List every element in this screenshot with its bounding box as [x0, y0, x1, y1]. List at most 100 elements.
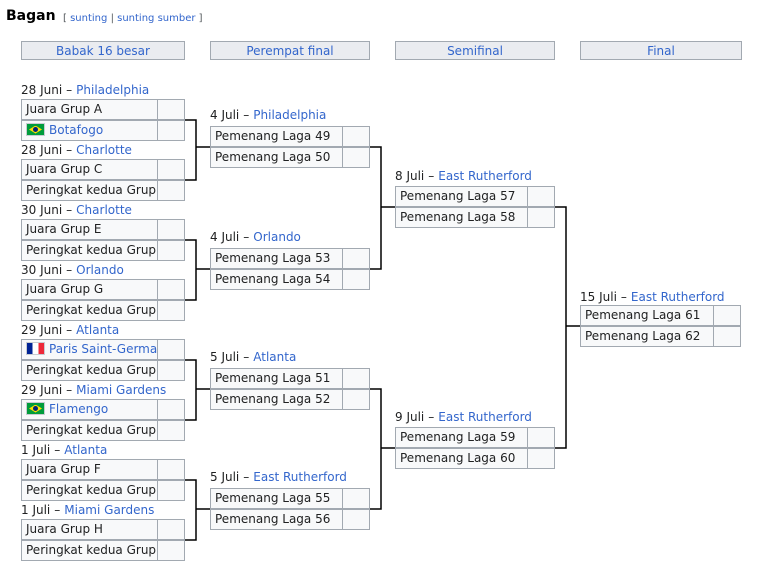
sf-match-1-header: 8 Juli–East Rutherford	[395, 169, 532, 183]
score-cell	[342, 126, 370, 147]
team-name: Peringkat kedua Grup A	[26, 363, 158, 377]
score-cell	[713, 305, 741, 326]
brazil-flag-icon	[26, 123, 45, 136]
france-flag-icon	[26, 342, 45, 355]
qf-match-2-header: 4 Juli–Orlando	[210, 230, 301, 244]
qf-match-2-team-1: Pemenang Laga 53	[210, 248, 343, 269]
score-cell	[157, 279, 185, 300]
team-name: Juara Grup G	[26, 282, 104, 296]
team-name[interactable]: Flamengo	[49, 402, 109, 416]
r16-match-7-header: 1 Juli–Atlanta	[21, 443, 108, 457]
score-cell	[527, 427, 555, 448]
team-name: Pemenang Laga 53	[215, 251, 331, 265]
match-venue-link[interactable]: Atlanta	[76, 323, 120, 337]
team-name: Pemenang Laga 62	[585, 329, 701, 343]
round-header-sf[interactable]: Semifinal	[395, 41, 555, 60]
edit-link[interactable]: sunting	[70, 13, 108, 24]
round-header-r16[interactable]: Babak 16 besar	[21, 41, 185, 60]
brazil-flag-icon	[26, 402, 45, 415]
team-name: Juara Grup F	[26, 462, 101, 476]
sf-match-2-header: 9 Juli–East Rutherford	[395, 410, 532, 424]
match-venue-link[interactable]: Philadelphia	[253, 108, 327, 122]
team-name: Peringkat kedua Grup D	[26, 183, 158, 197]
sf-match-2-team-2: Pemenang Laga 60	[395, 448, 528, 469]
team-name[interactable]: Botafogo	[49, 123, 104, 137]
match-venue-link[interactable]: East Rutherford	[630, 290, 725, 304]
score-cell	[342, 509, 370, 530]
connector-r16-2	[185, 239, 197, 301]
match-venue-link[interactable]: Philadelphia	[76, 83, 150, 97]
r16-match-1-header: 28 Juni–Philadelphia	[21, 83, 150, 97]
score-cell	[157, 480, 185, 501]
match-date: 4 Juli	[210, 230, 240, 244]
match-venue-link[interactable]: Orlando	[253, 230, 301, 244]
score-cell	[157, 120, 185, 141]
r16-match-7-team-1: Juara Grup F	[21, 459, 158, 480]
match-venue-link[interactable]: East Rutherford	[253, 470, 347, 484]
score-cell	[157, 300, 185, 321]
round-header-qf[interactable]: Perempat final	[210, 41, 370, 60]
qf-match-3-team-1: Pemenang Laga 51	[210, 368, 343, 389]
qf-match-1-team-1: Pemenang Laga 49	[210, 126, 343, 147]
match-venue-link[interactable]: Charlotte	[76, 143, 132, 157]
match-date: 5 Juli	[210, 470, 240, 484]
r16-match-1-team-1: Juara Grup A	[21, 99, 158, 120]
r16-match-3-team-2: Peringkat kedua Grup F	[21, 240, 158, 261]
final-team-2: Pemenang Laga 62	[580, 326, 714, 347]
match-date: 4 Juli	[210, 108, 240, 122]
team-name: Peringkat kedua Grup G	[26, 543, 158, 557]
team-name: Pemenang Laga 55	[215, 491, 331, 505]
qf-match-1-header: 4 Juli–Philadelphia	[210, 108, 327, 122]
sf-match-1-team-2: Pemenang Laga 58	[395, 207, 528, 228]
match-venue-link[interactable]: Atlanta	[64, 443, 108, 457]
match-date: 1 Juli	[21, 443, 51, 457]
section-heading: Bagan	[6, 8, 56, 24]
r16-match-6-team-1[interactable]: Flamengo	[21, 399, 158, 420]
score-cell	[157, 219, 185, 240]
match-date: 8 Juli	[395, 169, 425, 183]
match-venue-link[interactable]: East Rutherford	[438, 410, 532, 424]
final-match-header: 15 Juli–East Rutherford	[580, 290, 725, 304]
team-name: Peringkat kedua Grup C	[26, 423, 158, 437]
match-venue-link[interactable]: Charlotte	[76, 203, 132, 217]
r16-match-5-team-1[interactable]: Paris Saint-Germain	[21, 339, 158, 360]
score-cell	[157, 339, 185, 360]
team-name[interactable]: Paris Saint-Germain	[49, 342, 158, 356]
team-name: Pemenang Laga 56	[215, 512, 331, 526]
score-cell	[342, 389, 370, 410]
score-cell	[157, 420, 185, 441]
qf-match-2-team-2: Pemenang Laga 54	[210, 269, 343, 290]
r16-match-8-team-2: Peringkat kedua Grup G	[21, 540, 158, 561]
match-venue-link[interactable]: Miami Gardens	[64, 503, 155, 517]
edit-links: [ sunting | sunting sumber ]	[63, 13, 203, 24]
score-cell	[342, 248, 370, 269]
score-cell	[157, 240, 185, 261]
team-name: Juara Grup H	[26, 522, 103, 536]
round-header-final[interactable]: Final	[580, 41, 742, 60]
connector-r16-3	[185, 359, 197, 421]
score-cell	[157, 459, 185, 480]
team-name: Pemenang Laga 54	[215, 272, 331, 286]
score-cell	[157, 159, 185, 180]
r16-match-5-header: 29 Juni–Atlanta	[21, 323, 120, 337]
match-venue-link[interactable]: Miami Gardens	[76, 383, 167, 397]
match-venue-link[interactable]: East Rutherford	[438, 169, 532, 183]
match-venue-link[interactable]: Atlanta	[253, 350, 297, 364]
r16-match-8-header: 1 Juli–Miami Gardens	[21, 503, 155, 517]
qf-match-4-header: 5 Juli–East Rutherford	[210, 470, 347, 484]
score-cell	[157, 399, 185, 420]
edit-source-link[interactable]: sunting sumber	[117, 13, 196, 24]
team-name: Pemenang Laga 49	[215, 129, 331, 143]
team-name: Pemenang Laga 59	[400, 430, 516, 444]
match-date: 30 Juni	[21, 263, 63, 277]
team-name: Juara Grup A	[26, 102, 103, 116]
r16-match-1-team-2[interactable]: Botafogo	[21, 120, 158, 141]
match-date: 30 Juni	[21, 203, 63, 217]
connector-qf-2	[370, 388, 382, 510]
r16-match-2-team-2: Peringkat kedua Grup D	[21, 180, 158, 201]
match-date: 29 Juni	[21, 323, 63, 337]
match-venue-link[interactable]: Orlando	[76, 263, 124, 277]
score-cell	[157, 540, 185, 561]
score-cell	[342, 488, 370, 509]
team-name: Peringkat kedua Grup F	[26, 243, 158, 257]
